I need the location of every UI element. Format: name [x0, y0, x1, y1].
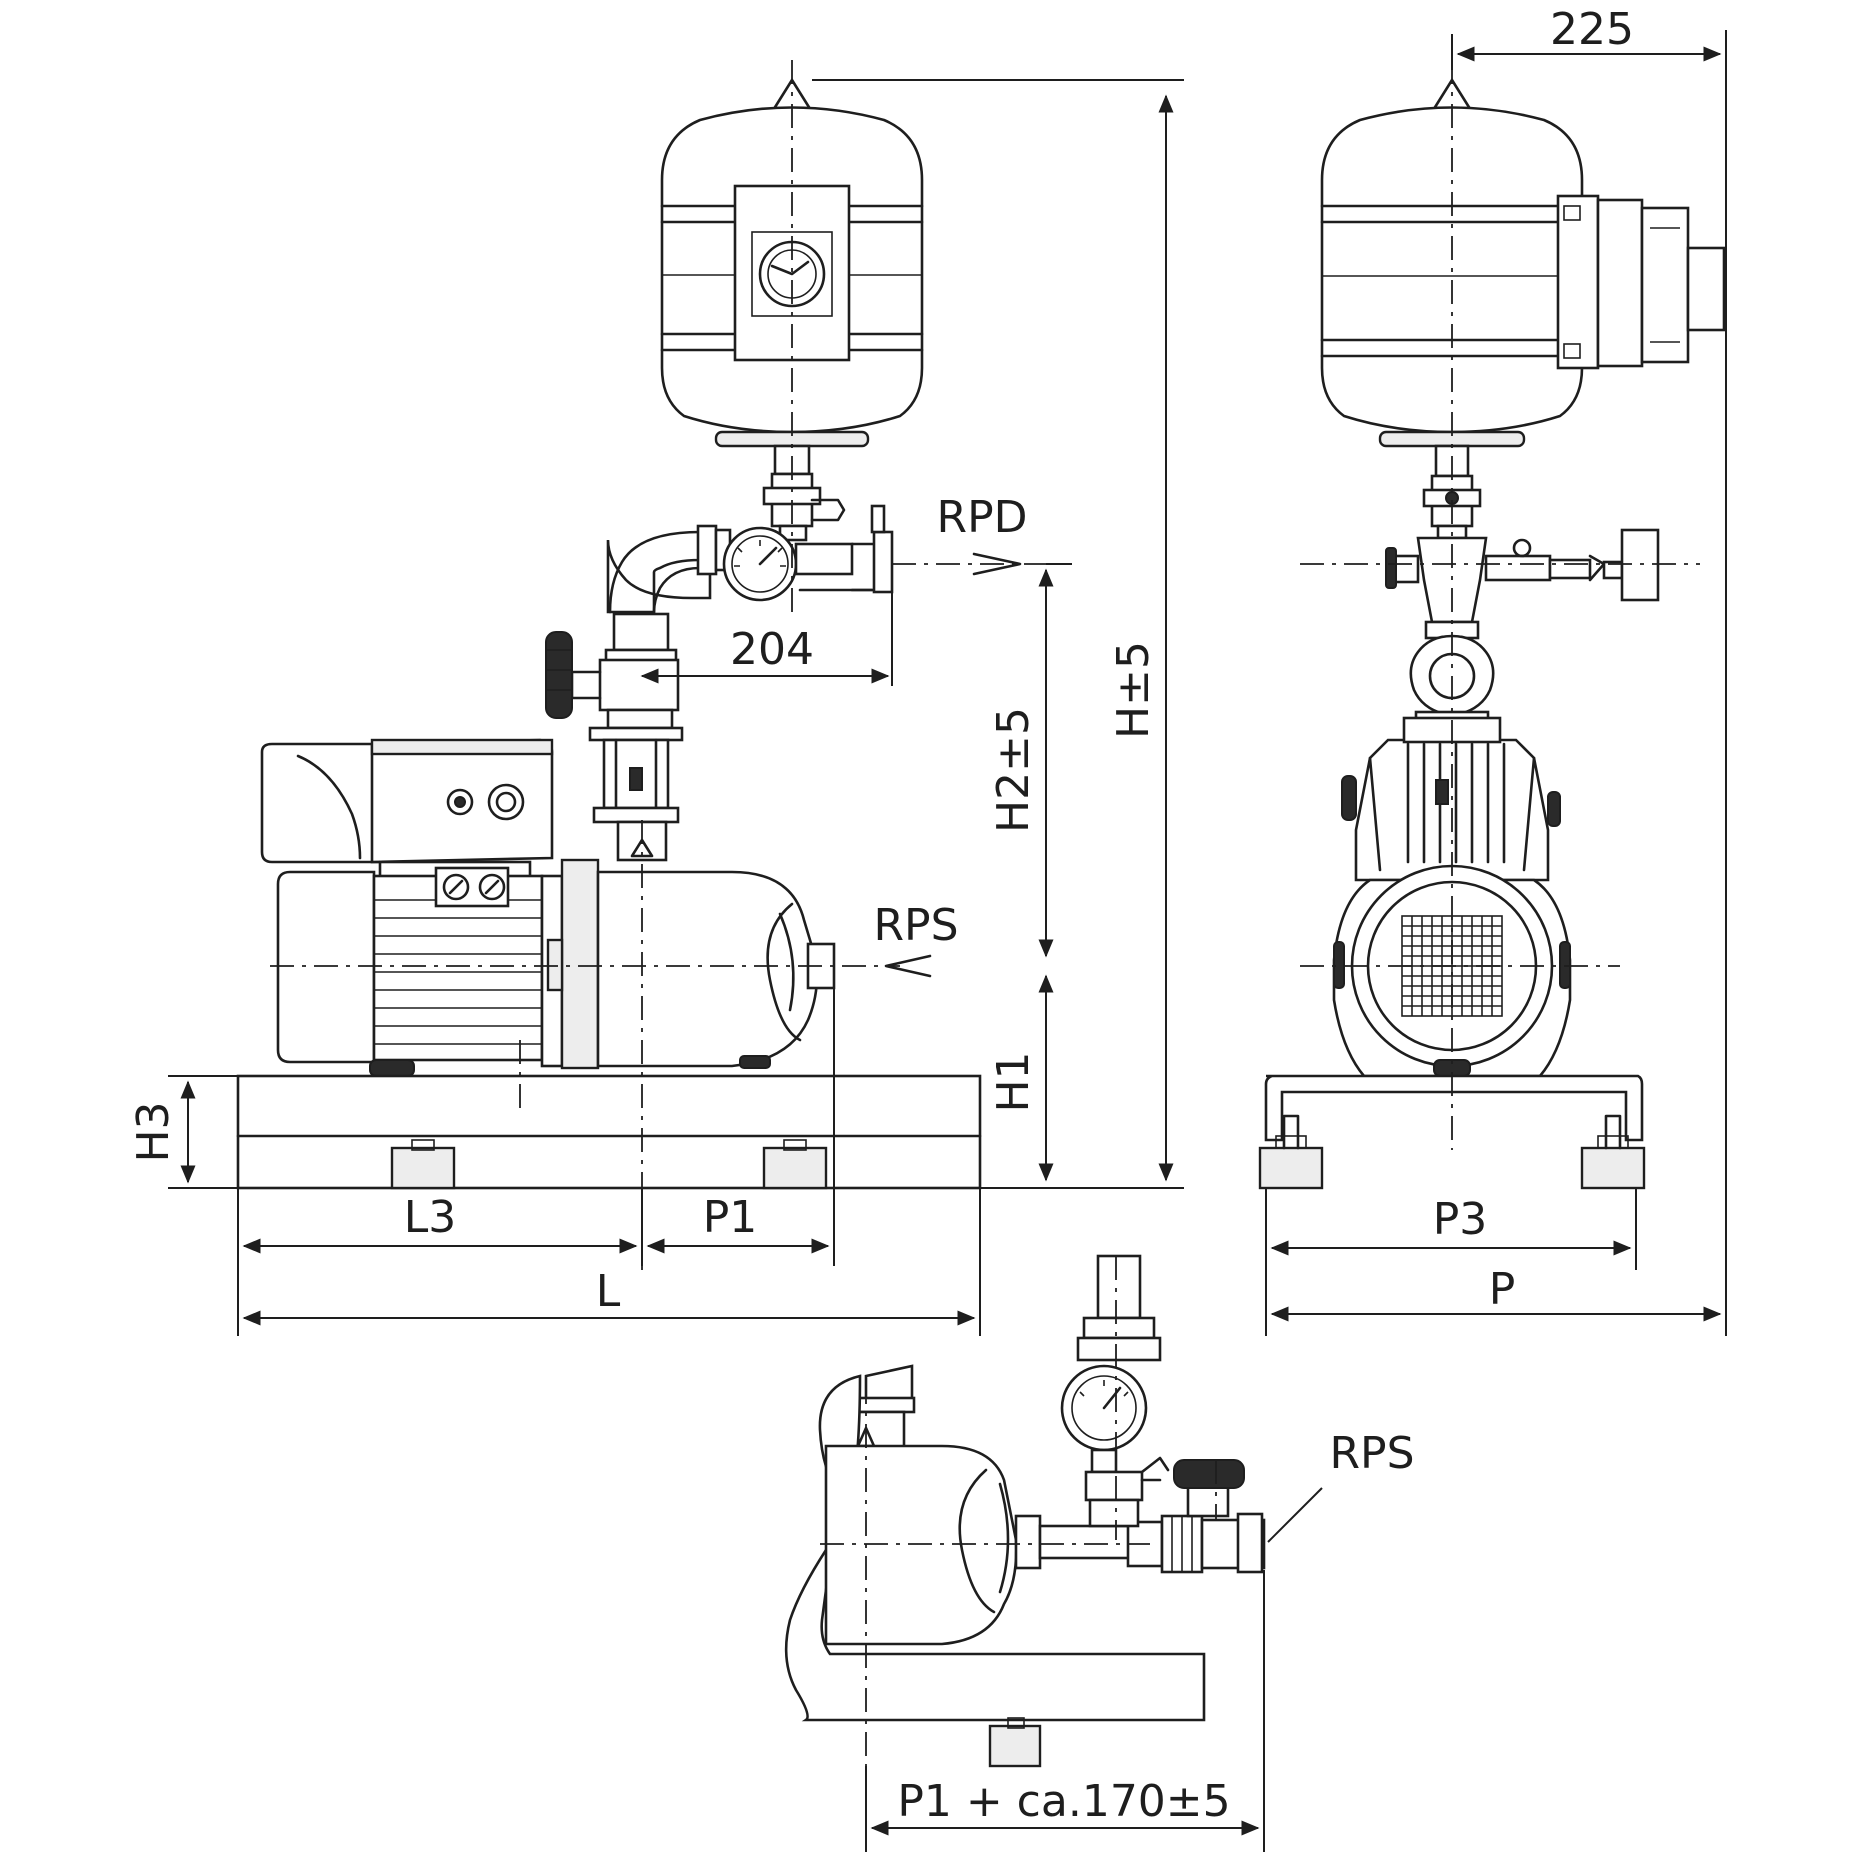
p1-label: P1 — [703, 1192, 758, 1243]
rpd-flow-arrow — [972, 552, 1022, 576]
rps-detail-leader — [1267, 1487, 1323, 1543]
dim-204-label: 204 — [730, 624, 814, 675]
control-unit-side — [1341, 716, 1561, 882]
rps-detail-label: RPS — [1329, 1428, 1414, 1479]
dim-225-label: 225 — [1550, 4, 1634, 55]
side-riser-fittings — [1385, 474, 1660, 728]
suction-detail-view — [784, 1254, 1266, 1852]
base-frame-front — [236, 1074, 982, 1190]
rpd-label: RPD — [937, 492, 1028, 543]
h1-label: H1 — [988, 1051, 1039, 1112]
front-view-dimensions — [168, 79, 1184, 1336]
h-total-label: H±5 — [1108, 641, 1159, 739]
riser-fittings — [545, 472, 894, 862]
pressure-vessel-side — [1320, 77, 1726, 478]
h2-label: H2±5 — [988, 707, 1039, 833]
dimension-labels: 225 RPD 204 H±5 H2±5 RPS H1 H3 L3 P1 L P… — [128, 4, 1634, 1827]
control-unit-front — [260, 738, 554, 884]
front-view — [236, 60, 1072, 1270]
rps-flow-arrow — [884, 954, 932, 978]
side-view — [1258, 60, 1726, 1190]
l-label: L — [596, 1266, 621, 1317]
detail-view-dimensions — [865, 1487, 1323, 1852]
side-view-dimensions — [1265, 30, 1727, 1336]
rps-side-label: RPS — [873, 900, 958, 951]
l3-label: L3 — [404, 1192, 457, 1243]
base-frame-side — [1258, 1074, 1646, 1190]
pump-motor-front — [276, 858, 836, 1077]
h3-label: H3 — [128, 1101, 179, 1162]
p1-offset-label: P1 + ca.170±5 — [897, 1776, 1230, 1827]
p-label: P — [1489, 1264, 1516, 1315]
p3-label: P3 — [1433, 1194, 1488, 1245]
